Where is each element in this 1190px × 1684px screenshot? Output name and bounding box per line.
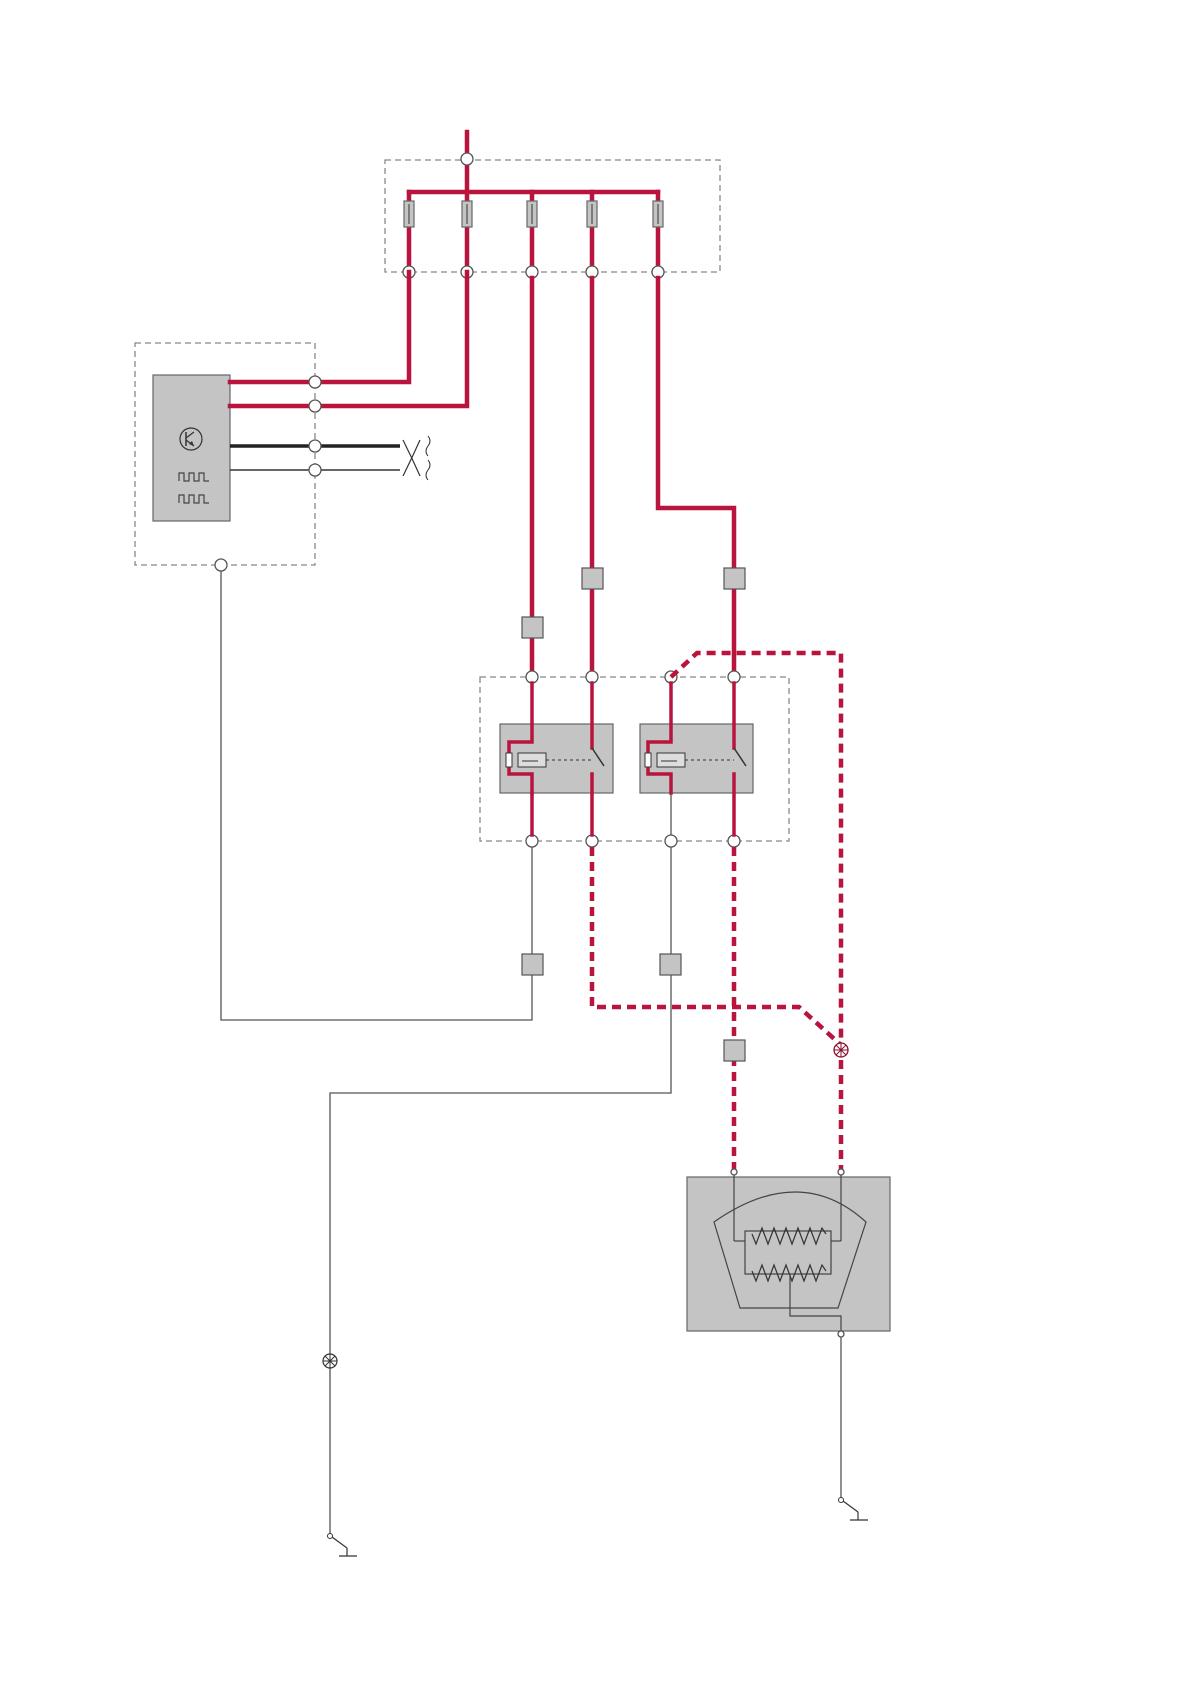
relay-feed-wire [658,278,734,677]
inline-connector-block [724,568,745,589]
control-module-body [153,375,230,521]
relay-box-connector [728,671,740,683]
relay-ground-wire [330,847,671,1536]
fuse-icon [587,192,597,272]
fuse-icon [527,192,537,272]
inline-connector-block [724,1040,745,1061]
twisted-pair-icon [403,436,430,480]
pulse-wave-icon [179,473,209,481]
inline-connector-block [582,568,603,589]
relay-icon [640,683,753,835]
heater-element [687,1169,890,1337]
inline-connector-block [522,617,543,638]
module-power-wire [230,272,409,382]
inline-connector-block [660,954,681,975]
control-module [135,272,467,571]
module-connector [309,464,321,476]
module-ground-connector [215,559,227,571]
module-connector [309,376,321,388]
supply-connector [461,153,473,165]
module-power-wire [230,272,467,406]
ground-icon [328,1534,358,1557]
fuse-icon [462,192,472,272]
fuse-icon [404,192,414,272]
relay-icon [500,683,613,835]
splice-icon [834,1043,848,1057]
module-connector [309,440,321,452]
relay-box-connector [586,835,598,847]
heater-connector [731,1169,737,1175]
inline-connector-block [522,954,543,975]
relay-box-connector [665,835,677,847]
fuse-icon [653,192,663,272]
relay-box-connector [728,835,740,847]
pulse-wave-icon [179,495,209,503]
fuse-box-boundary [385,160,720,272]
optional-power-wire [671,653,841,1045]
heater-ground-connector [838,1331,844,1337]
heater-connector [838,1169,844,1175]
splice-icon [323,1354,337,1368]
relay-box [480,671,789,847]
module-connector [309,400,321,412]
optional-power-wire [592,847,841,1045]
relay-control-wire [221,571,532,1020]
ground-icon [839,1498,869,1521]
relay-box-connector [586,671,598,683]
relay-box-connector [526,671,538,683]
relay-box-connector [526,835,538,847]
fuse-box [385,132,720,278]
